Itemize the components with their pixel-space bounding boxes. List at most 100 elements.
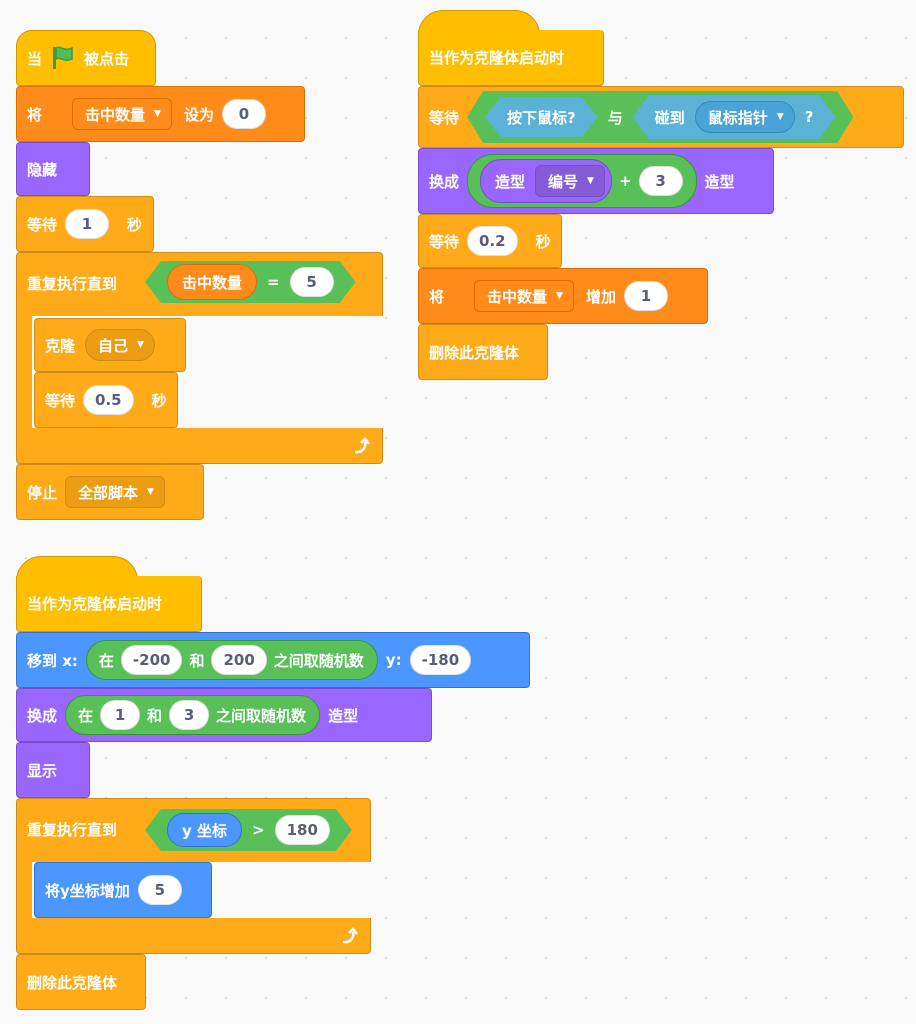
show-block[interactable]: 显示 xyxy=(16,742,90,798)
delete-clone-label-2: 删除此克隆体 xyxy=(27,973,118,992)
wait3-label: 等待 xyxy=(429,232,460,251)
hat-clicked-label: 被点击 xyxy=(84,49,130,68)
question-mark: ? xyxy=(804,108,814,126)
change-y-block[interactable]: 将y坐标增加 5 xyxy=(34,862,212,918)
equals-operator: = xyxy=(267,273,280,291)
set-variable-block[interactable]: 将 击中数量 ▼ 设为 0 xyxy=(16,86,305,142)
and-operator: 与 xyxy=(607,108,623,127)
goto-y-label: y: xyxy=(385,651,402,669)
y-position-label: y 坐标 xyxy=(182,821,228,840)
wait-label: 等待 xyxy=(27,215,58,234)
touch-target-dropdown[interactable]: 鼠标指针 ▼ xyxy=(695,101,795,133)
switch-costume-block[interactable]: 换成 造型 编号 ▼ + 3 造型 xyxy=(418,148,774,214)
costume-reporter[interactable]: 造型 编号 ▼ xyxy=(480,159,612,203)
random-x-operator[interactable]: 在 -200 和 200 之间取随机数 xyxy=(85,640,378,680)
chevron-down-icon: ▼ xyxy=(147,487,154,497)
wait-block-3[interactable]: 等待 0.2 秒 xyxy=(418,214,562,268)
wait-block[interactable]: 等待 1 秒 xyxy=(16,196,154,252)
set-to-label: 设为 xyxy=(183,105,214,124)
clone-target: 自己 xyxy=(98,336,129,355)
change-y-input[interactable]: 5 xyxy=(137,875,182,905)
equals-condition[interactable]: 击中数量 = 5 xyxy=(145,261,356,303)
wait-unit-label: 秒 xyxy=(127,215,143,234)
and-condition[interactable]: 按下鼠标? 与 碰到 鼠标指针 ▼ ? xyxy=(467,91,853,143)
greater-than-value-input[interactable]: 180 xyxy=(275,815,330,845)
wait-block-2[interactable]: 等待 0.5 秒 xyxy=(34,372,178,428)
change-variable-dropdown[interactable]: 击中数量 ▼ xyxy=(474,280,574,312)
random-costume-operator[interactable]: 在 1 和 3 之间取随机数 xyxy=(65,695,321,735)
change-value-input[interactable]: 1 xyxy=(623,281,668,311)
clone-hat-label-2: 当作为克隆体启动时 xyxy=(27,595,163,613)
mouse-down-label: 按下鼠标? xyxy=(507,108,576,127)
when-flag-clicked-block[interactable]: 当 被点击 xyxy=(16,30,156,86)
hat-when-label: 当 xyxy=(27,49,43,68)
chevron-down-icon: ▼ xyxy=(154,109,161,119)
clone-target-dropdown[interactable]: 自己 ▼ xyxy=(85,329,155,361)
stop-block[interactable]: 停止 全部脚本 ▼ xyxy=(16,464,204,520)
create-clone-block[interactable]: 克隆 自己 ▼ xyxy=(34,318,186,372)
random-x-rand-label: 之间取随机数 xyxy=(273,651,364,670)
change-by-label: 增加 xyxy=(585,287,616,306)
random-x-and-label: 和 xyxy=(189,651,205,670)
goto-y-input[interactable]: -180 xyxy=(409,645,472,675)
stop-option: 全部脚本 xyxy=(78,483,139,502)
set-label: 将 xyxy=(27,105,43,124)
switch-costume-random-block[interactable]: 换成 在 1 和 3 之间取随机数 造型 xyxy=(16,688,432,742)
stop-label: 停止 xyxy=(27,483,58,502)
costume-prop-dropdown[interactable]: 编号 ▼ xyxy=(535,165,605,197)
when-clone-starts-block-2[interactable]: 当作为克隆体启动时 xyxy=(16,576,202,632)
repeat-until-label-2: 重复执行直到 xyxy=(27,821,118,839)
wait2-label: 等待 xyxy=(45,391,76,410)
add-operator[interactable]: 造型 编号 ▼ + 3 xyxy=(467,154,697,208)
wait-until-block[interactable]: 等待 按下鼠标? 与 碰到 鼠标指针 ▼ ? xyxy=(418,86,904,148)
costume-suffix-label-2: 造型 xyxy=(328,706,359,725)
random-c-and-label: 和 xyxy=(147,706,163,725)
hide-block[interactable]: 隐藏 xyxy=(16,142,90,196)
add-value-input[interactable]: 3 xyxy=(638,166,683,196)
chevron-down-icon: ▼ xyxy=(587,176,594,186)
chevron-down-icon: ▼ xyxy=(556,291,563,301)
wait3-seconds-input[interactable]: 0.2 xyxy=(467,226,518,256)
hide-label: 隐藏 xyxy=(27,160,58,179)
switch2-label: 换成 xyxy=(27,706,58,725)
costume-label: 造型 xyxy=(495,172,526,191)
y-position-reporter[interactable]: y 坐标 xyxy=(167,813,242,847)
go-to-xy-block[interactable]: 移到 x: 在 -200 和 200 之间取随机数 y: -180 xyxy=(16,632,530,688)
set-value-input[interactable]: 0 xyxy=(221,99,266,129)
delete-clone-block[interactable]: 删除此克隆体 xyxy=(418,324,548,380)
random-x-min-input[interactable]: -200 xyxy=(120,645,183,675)
hit-count-var-label: 击中数量 xyxy=(182,273,243,292)
variable-name: 击中数量 xyxy=(85,105,146,124)
touching-condition[interactable]: 碰到 鼠标指针 ▼ ? xyxy=(633,95,836,139)
loop-arrow-icon-2 xyxy=(342,927,359,944)
random-c-in-label: 在 xyxy=(78,706,94,725)
change-label: 将 xyxy=(429,287,445,306)
random-c-min-input[interactable]: 1 xyxy=(100,700,141,730)
mouse-down-condition[interactable]: 按下鼠标? xyxy=(485,97,598,137)
greater-than-operator: > xyxy=(252,821,265,839)
switch-label: 换成 xyxy=(429,172,460,191)
delete-clone-block-2[interactable]: 删除此克隆体 xyxy=(16,954,146,1010)
random-c-max-input[interactable]: 3 xyxy=(169,700,210,730)
green-flag-icon xyxy=(53,46,73,69)
stop-option-dropdown[interactable]: 全部脚本 ▼ xyxy=(65,476,165,508)
change-y-label: 将y坐标增加 xyxy=(45,881,130,900)
random-x-max-input[interactable]: 200 xyxy=(211,645,267,675)
costume-prop: 编号 xyxy=(548,172,579,191)
hit-count-reporter[interactable]: 击中数量 xyxy=(167,264,257,300)
chevron-down-icon: ▼ xyxy=(776,112,784,122)
goto-label: 移到 x: xyxy=(27,651,78,670)
when-clone-starts-block[interactable]: 当作为克隆体启动时 xyxy=(418,30,604,86)
equals-value-input[interactable]: 5 xyxy=(290,267,334,297)
wait-seconds-input[interactable]: 1 xyxy=(65,209,110,239)
greater-than-condition[interactable]: y 坐标 > 180 xyxy=(145,809,352,851)
chevron-down-icon: ▼ xyxy=(137,340,144,350)
clone-label: 克隆 xyxy=(45,336,76,355)
change-variable-block[interactable]: 将 击中数量 ▼ 增加 1 xyxy=(418,268,708,324)
wait2-seconds-input[interactable]: 0.5 xyxy=(83,385,134,415)
random-x-in-label: 在 xyxy=(98,651,114,670)
costume-suffix-label: 造型 xyxy=(704,172,735,191)
variable-dropdown[interactable]: 击中数量 ▼ xyxy=(72,98,172,130)
loop-arrow-icon xyxy=(354,437,371,454)
